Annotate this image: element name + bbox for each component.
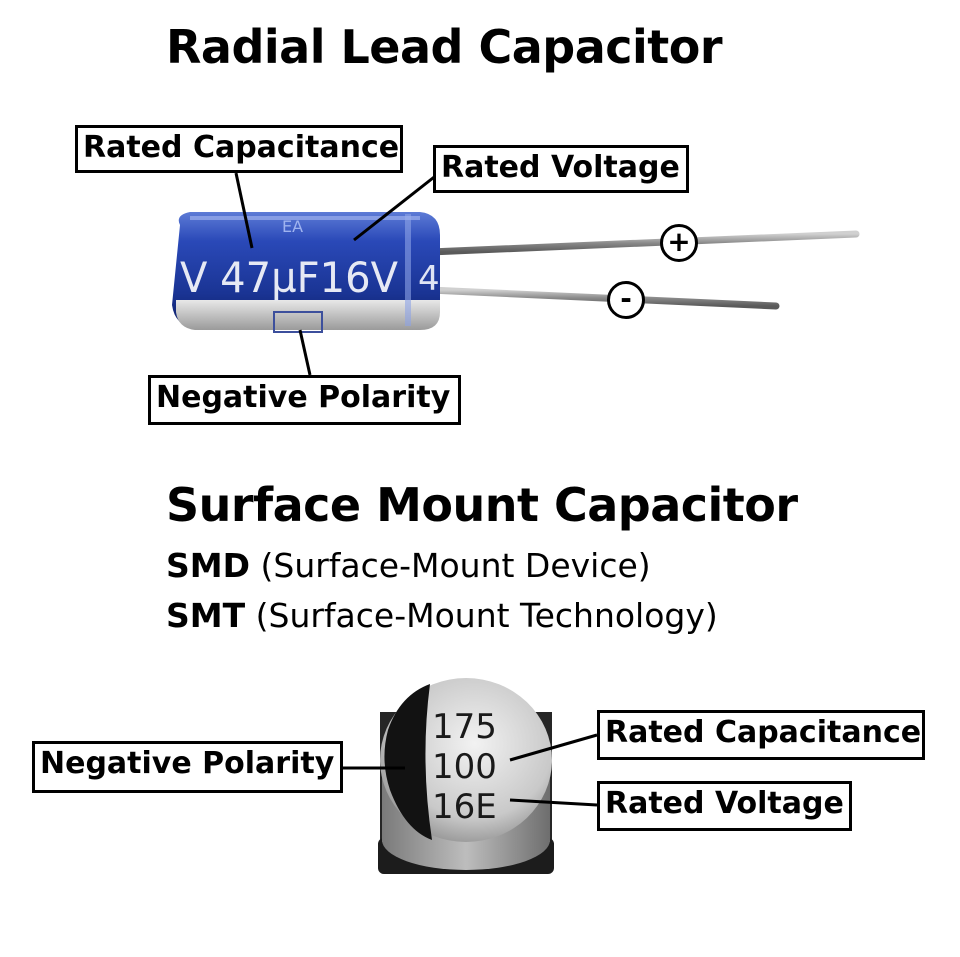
label-radial-negative-polarity: Negative Polarity <box>148 375 461 425</box>
leader-smd-voltage <box>509 798 598 807</box>
positive-polarity-marker: + <box>660 224 698 262</box>
smt-definition: SMT (Surface-Mount Technology) <box>166 596 718 635</box>
lead-negative <box>426 286 780 310</box>
smd-definition: SMD (Surface-Mount Device) <box>166 546 651 585</box>
radial-capacitor-body <box>172 212 440 333</box>
radial-title: Radial Lead Capacitor <box>166 20 723 74</box>
radial-body-print-top: EA <box>282 217 303 236</box>
smd-abbrev: SMD <box>166 546 250 585</box>
leader-rad-capacitance <box>234 172 254 249</box>
smt-expansion: (Surface-Mount Technology) <box>255 596 718 635</box>
label-smd-negative-polarity: Negative Polarity <box>32 741 343 793</box>
smd-print-line-1: 175 <box>432 707 497 747</box>
label-radial-rated-voltage: Rated Voltage <box>433 145 689 193</box>
leader-smd-capacitance <box>509 733 598 762</box>
label-radial-rated-capacitance: Rated Capacitance <box>75 125 403 173</box>
radial-body-print-right: 4 <box>418 259 440 299</box>
smd-title: Surface Mount Capacitor <box>166 478 798 532</box>
label-smd-rated-voltage: Rated Voltage <box>597 781 852 831</box>
smd-expansion: (Surface-Mount Device) <box>260 546 651 585</box>
negative-stripe-mark <box>273 311 323 333</box>
smd-capacitor <box>378 678 554 874</box>
smd-print-line-2: 100 <box>432 747 497 787</box>
smd-print-line-3: 16E <box>432 787 497 827</box>
label-smd-rated-capacitance: Rated Capacitance <box>597 710 925 760</box>
lead-positive <box>426 230 860 256</box>
leader-rad-voltage <box>353 172 439 242</box>
leader-rad-negative <box>298 329 312 376</box>
negative-polarity-marker: - <box>607 281 645 319</box>
radial-body-print: V 47µF16V <box>180 253 398 302</box>
smt-abbrev: SMT <box>166 596 246 635</box>
